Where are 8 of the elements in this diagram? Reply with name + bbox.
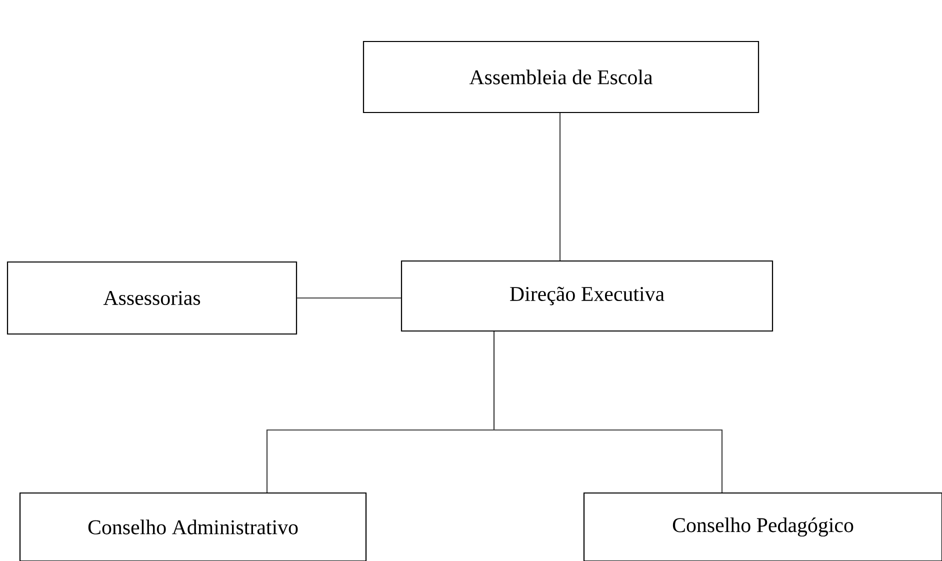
org-box: Direção Executiva [400,260,774,332]
org-box: Conselho Pedagógico [583,492,942,561]
connector-line [297,297,401,299]
org-box: Conselho Administrativo [19,492,367,561]
org-box: Assembleia de Escola [362,40,760,114]
connector-line [493,332,723,492]
org-box: Assessorias [6,261,298,335]
connector-line [559,113,561,260]
